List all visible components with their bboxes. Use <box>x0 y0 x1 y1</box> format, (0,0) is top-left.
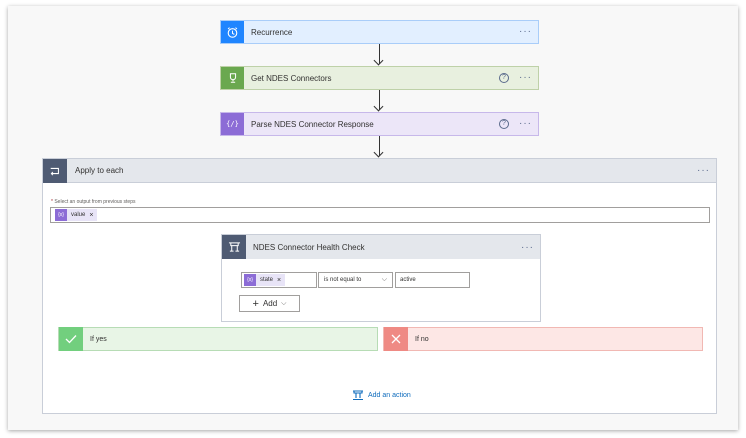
if-no-title: If no <box>415 335 429 343</box>
help-icon[interactable]: ? <box>499 119 509 129</box>
loop-icon <box>43 158 67 183</box>
get-ndes-connectors-card[interactable]: Get NDES Connectors ? ··· <box>220 66 539 90</box>
connector-arrow <box>373 90 386 112</box>
add-condition-label: Add <box>262 299 278 308</box>
connector-arrow <box>373 44 386 66</box>
required-mark: * <box>51 199 53 205</box>
alarm-clock-icon <box>221 21 244 43</box>
remove-token-icon[interactable]: × <box>277 276 282 284</box>
recurrence-card[interactable]: Recurrence ··· <box>220 20 539 44</box>
close-icon <box>384 327 408 351</box>
right-operand-value: active <box>400 277 416 283</box>
apply-to-each-header[interactable]: Apply to each ··· <box>43 158 716 183</box>
state-token-label: state <box>260 277 274 283</box>
value-token[interactable]: {x} value × <box>55 209 98 221</box>
checkmark-icon <box>59 327 83 351</box>
get-ndes-connectors-title: Get NDES Connectors <box>251 73 332 83</box>
right-operand-input[interactable]: active <box>395 272 470 288</box>
value-token-label: value <box>71 212 86 218</box>
remove-token-icon[interactable]: × <box>89 211 94 219</box>
apply-to-each-title: Apply to each <box>75 166 124 175</box>
trophy-icon <box>221 67 244 89</box>
select-output-input[interactable]: {x} value × <box>50 207 710 223</box>
help-icon[interactable]: ? <box>499 73 509 83</box>
add-action-label: Add an action <box>368 392 411 399</box>
variable-icon: {x} <box>244 274 256 286</box>
parse-response-more-button[interactable]: ··· <box>519 118 532 129</box>
chevron-down-icon: ⌵ <box>281 299 287 307</box>
apply-to-each-scope: Apply to each ··· * Select an output fro… <box>42 158 717 414</box>
recurrence-more-button[interactable]: ··· <box>519 26 532 37</box>
condition-more-button[interactable]: ··· <box>521 241 534 253</box>
recurrence-title: Recurrence <box>251 27 293 37</box>
if-yes-title: If yes <box>90 335 107 343</box>
apply-to-each-more-button[interactable]: ··· <box>697 165 710 176</box>
code-braces-icon: {/} <box>221 113 244 135</box>
select-output-label: * Select an output from previous steps <box>51 199 136 205</box>
parse-response-title: Parse NDES Connector Response <box>251 119 374 129</box>
if-yes-branch[interactable]: If yes <box>58 327 378 351</box>
condition-header[interactable]: NDES Connector Health Check ··· <box>222 235 540 259</box>
parse-response-card[interactable]: {/} Parse NDES Connector Response ? ··· <box>220 112 539 136</box>
chevron-down-icon: ⌵ <box>381 276 387 283</box>
condition-icon <box>222 235 246 259</box>
operator-select[interactable]: is not equal to ⌵ <box>318 272 393 288</box>
select-output-label-text: Select an output from previous steps <box>54 199 136 205</box>
condition-title: NDES Connector Health Check <box>253 242 365 252</box>
get-ndes-connectors-more-button[interactable]: ··· <box>519 72 532 83</box>
add-action-icon <box>353 390 363 401</box>
condition-card: NDES Connector Health Check ··· {x} stat… <box>221 234 541 322</box>
add-condition-button[interactable]: + Add ⌵ <box>239 295 300 312</box>
variable-icon: {x} <box>55 209 67 221</box>
operator-value: is not equal to <box>324 277 362 283</box>
add-action-button[interactable]: Add an action <box>352 390 411 401</box>
if-no-branch[interactable]: If no <box>383 327 703 351</box>
left-operand-input[interactable]: {x} state × <box>241 272 317 288</box>
flow-designer-canvas: Recurrence ··· Get NDES Connectors ? ···… <box>8 6 738 430</box>
state-token[interactable]: {x} state × <box>244 274 286 286</box>
plus-icon: + <box>252 297 259 310</box>
connector-arrow <box>373 136 386 158</box>
